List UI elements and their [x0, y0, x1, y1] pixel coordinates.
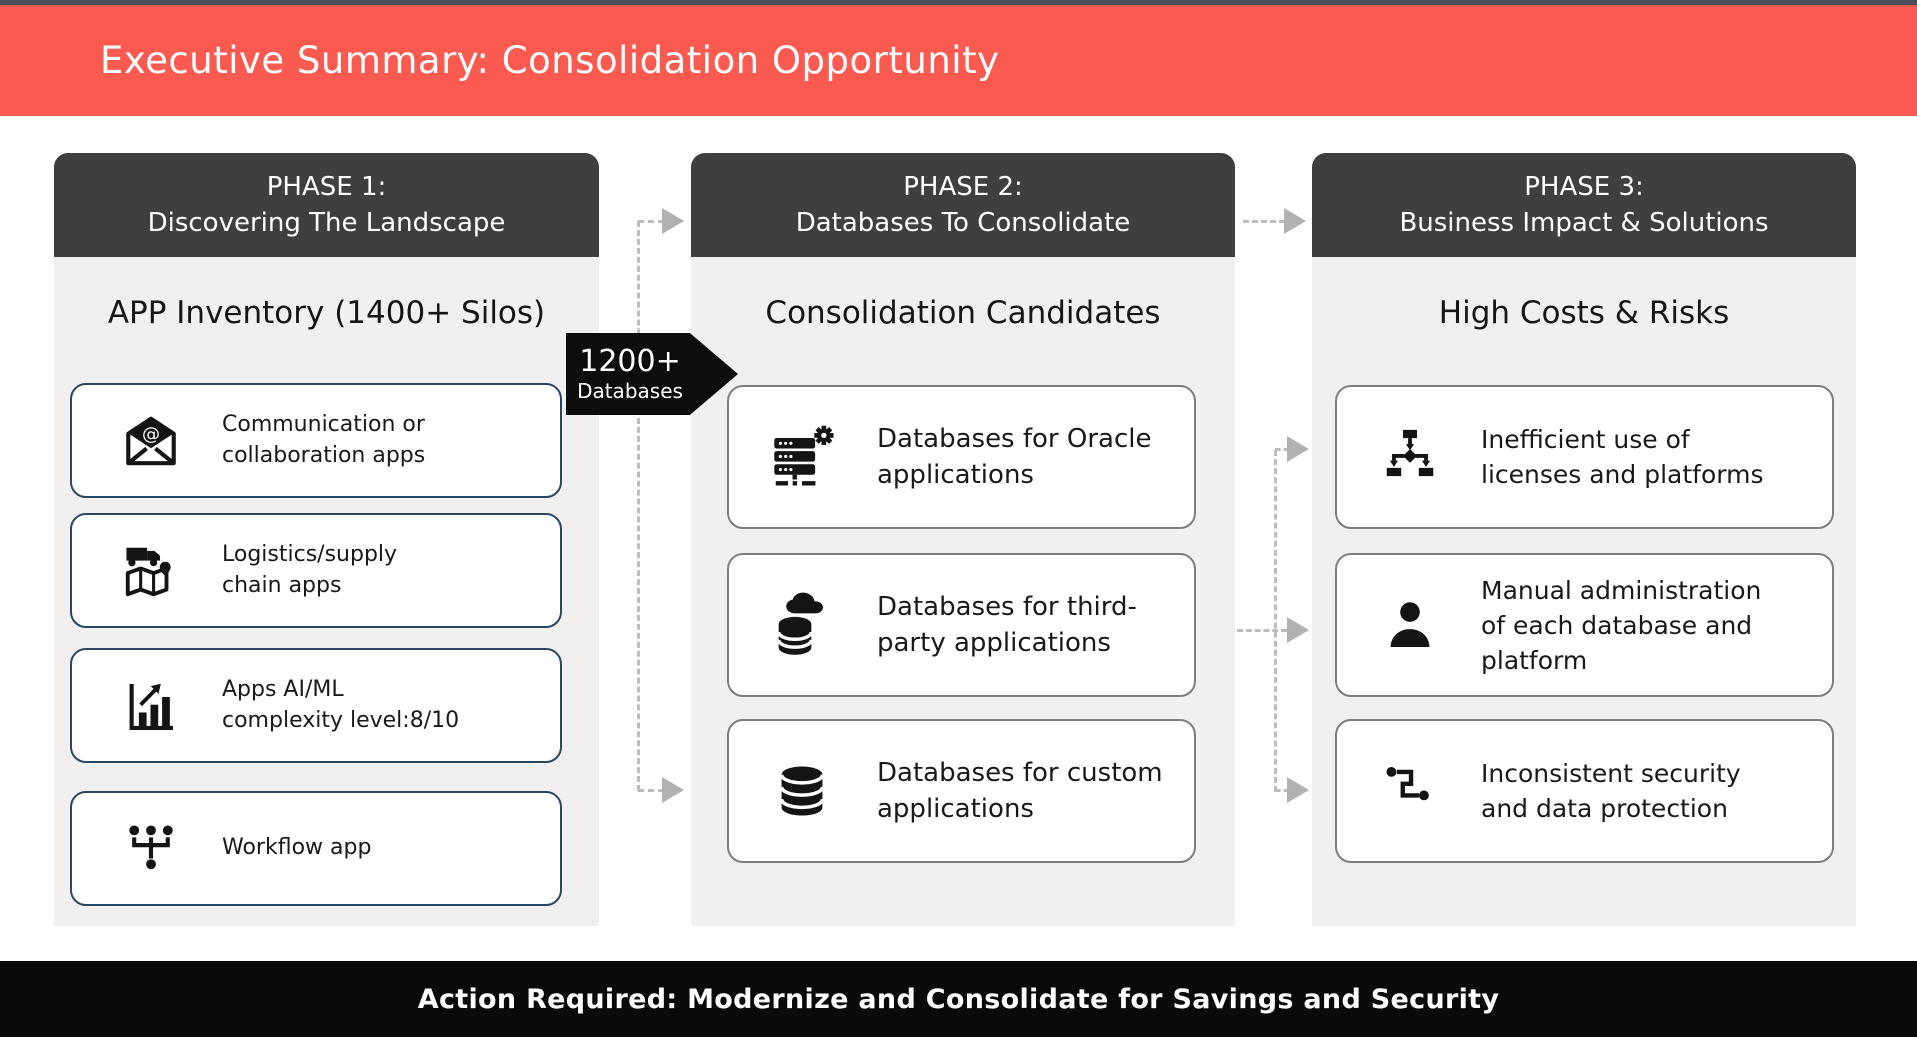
arrow-right-icon	[1287, 617, 1309, 643]
card-label: Manual administration of each database a…	[1481, 575, 1762, 675]
phase-1-header: PHASE 1: Discovering The Landscape	[54, 153, 599, 257]
title-banner: Executive Summary: Consolidation Opportu…	[0, 5, 1917, 116]
svg-text:@: @	[142, 423, 160, 444]
top-strip	[0, 0, 1917, 5]
arrow-right-icon	[662, 777, 684, 803]
connector-p1-p2-top-line	[638, 220, 664, 223]
server-gear-icon	[767, 422, 837, 492]
card-label: Databases for custom applications	[877, 757, 1163, 824]
truck-map-icon	[120, 540, 182, 602]
phase-3-header: PHASE 3: Business Impact & Solutions	[1312, 153, 1856, 257]
card-workflow-app: Workflow app	[70, 791, 562, 906]
card-label: Workflow app	[222, 835, 372, 861]
phase-1-subtitle: APP Inventory (1400+ Silos)	[107, 295, 546, 331]
phase-1-title-line1: PHASE 1:	[266, 171, 387, 202]
database-icon	[767, 756, 837, 826]
email-at-icon: @	[120, 410, 182, 472]
card-thirdparty-databases: Databases for third- party applications	[727, 553, 1196, 697]
card-manual-administration: Manual administration of each database a…	[1335, 553, 1834, 697]
route-nodes-icon	[1379, 760, 1441, 822]
phase-2-header: PHASE 2: Databases To Consolidate	[691, 153, 1235, 257]
arrow-right-icon	[1287, 777, 1309, 803]
connector-p2-p3-top-line	[1243, 220, 1285, 223]
card-label: Databases for Oracle applications	[877, 423, 1152, 490]
phase-3-column: PHASE 3: Business Impact & Solutions Hig…	[1312, 153, 1856, 926]
person-icon	[1379, 594, 1441, 656]
phase-1-title-line2: Discovering The Landscape	[147, 208, 506, 238]
phase-2-title-line2: Databases To Consolidate	[795, 208, 1131, 238]
phase-2-subtitle: Consolidation Candidates	[765, 295, 1161, 331]
phase-1-column: PHASE 1: Discovering The Landscape APP I…	[54, 153, 599, 926]
badge-label: Databases	[577, 378, 683, 403]
card-inconsistent-security: Inconsistent security and data protectio…	[1335, 719, 1834, 863]
connector-p2-p3-feed-line	[1237, 629, 1287, 632]
arrow-right-icon	[662, 208, 684, 234]
card-label: Databases for third- party applications	[877, 591, 1137, 658]
connector-p1-p2-bottom-line	[638, 789, 664, 792]
connector-p1-p2-vertical-line	[637, 221, 640, 791]
footer-text: Action Required: Modernize and Consolida…	[417, 983, 1500, 1015]
phase-3-subtitle: High Costs & Risks	[1438, 295, 1730, 331]
badge-value: 1200+	[579, 344, 681, 380]
card-inefficient-licenses: Inefficient use of licenses and platform…	[1335, 385, 1834, 529]
card-communication-apps: @ Communication or collaboration apps	[70, 383, 562, 498]
phase-3-title-line2: Business Impact & Solutions	[1399, 208, 1769, 238]
bar-chart-growth-icon	[120, 675, 182, 737]
card-label: Inconsistent security and data protectio…	[1481, 759, 1741, 823]
connector-p2-p3-branch-top	[1275, 448, 1289, 451]
slide-title: Executive Summary: Consolidation Opportu…	[100, 39, 1000, 82]
phase-2-column: PHASE 2: Databases To Consolidate Consol…	[691, 153, 1235, 926]
card-oracle-databases: Databases for Oracle applications	[727, 385, 1196, 529]
card-custom-databases: Databases for custom applications	[727, 719, 1196, 863]
cloud-database-icon	[767, 590, 837, 660]
card-label: Inefficient use of licenses and platform…	[1481, 425, 1764, 489]
card-label: Apps AI/ML complexity level:8/10	[222, 676, 460, 733]
connector-p2-p3-branch-line	[1274, 450, 1277, 792]
arrow-right-icon	[1287, 436, 1309, 462]
card-label: Logistics/supply chain apps	[222, 541, 398, 598]
phase-3-title-line1: PHASE 3:	[1524, 171, 1644, 202]
card-ai-ml-complexity: Apps AI/ML complexity level:8/10	[70, 648, 562, 763]
footer-banner: Action Required: Modernize and Consolida…	[0, 961, 1917, 1037]
card-logistics-apps: Logistics/supply chain apps	[70, 513, 562, 628]
workflow-merge-icon	[120, 818, 182, 880]
decision-tree-icon	[1379, 426, 1441, 488]
arrow-right-icon	[1284, 208, 1306, 234]
card-label: Communication or collaboration apps	[222, 411, 426, 468]
connector-p2-p3-branch-bottom	[1275, 789, 1289, 792]
phase-2-title-line1: PHASE 2:	[903, 171, 1023, 202]
